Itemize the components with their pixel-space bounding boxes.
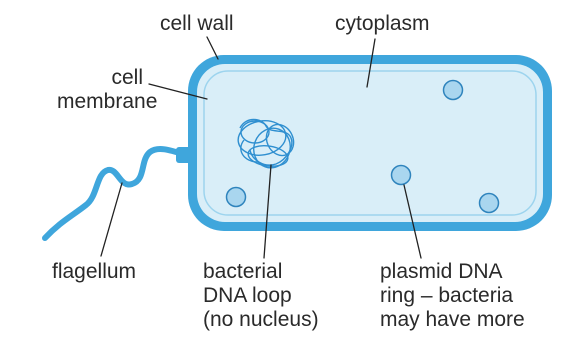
bacterial-dna-text-line2: DNA loop xyxy=(203,284,319,308)
bacterial-dna-text-line3: (no nucleus) xyxy=(203,308,319,332)
flagellum-text: flagellum xyxy=(52,260,136,283)
cytoplasm-text: cytoplasm xyxy=(335,12,430,35)
cell-wall-leader xyxy=(207,37,218,59)
plasmid-text-line1: plasmid DNA xyxy=(380,260,525,284)
flagellum-leader xyxy=(101,183,122,256)
plasmid-text-line3: may have more xyxy=(380,308,525,332)
plasmid-ring xyxy=(392,166,411,185)
plasmid-ring xyxy=(444,81,463,100)
bacterial-dna-label: bacterial DNA loop (no nucleus) xyxy=(203,260,319,332)
bacterial-dna-text-line1: bacterial xyxy=(203,260,319,284)
flagellum-shape xyxy=(45,149,186,238)
plasmid-ring xyxy=(480,194,499,213)
cell-membrane-label: cell membrane xyxy=(57,66,143,114)
cell-membrane-text-line2: membrane xyxy=(57,90,143,114)
cell-wall-text: cell wall xyxy=(160,12,234,35)
plasmid-text-line2: ring – bacteria xyxy=(380,284,525,308)
cytoplasm-label: cytoplasm xyxy=(335,12,430,36)
plasmid-ring xyxy=(227,188,246,207)
flagellum-label: flagellum xyxy=(52,260,136,284)
cell-wall-label: cell wall xyxy=(160,12,234,36)
plasmid-label: plasmid DNA ring – bacteria may have mor… xyxy=(380,260,525,332)
cell-membrane-text-line1: cell xyxy=(57,66,143,90)
